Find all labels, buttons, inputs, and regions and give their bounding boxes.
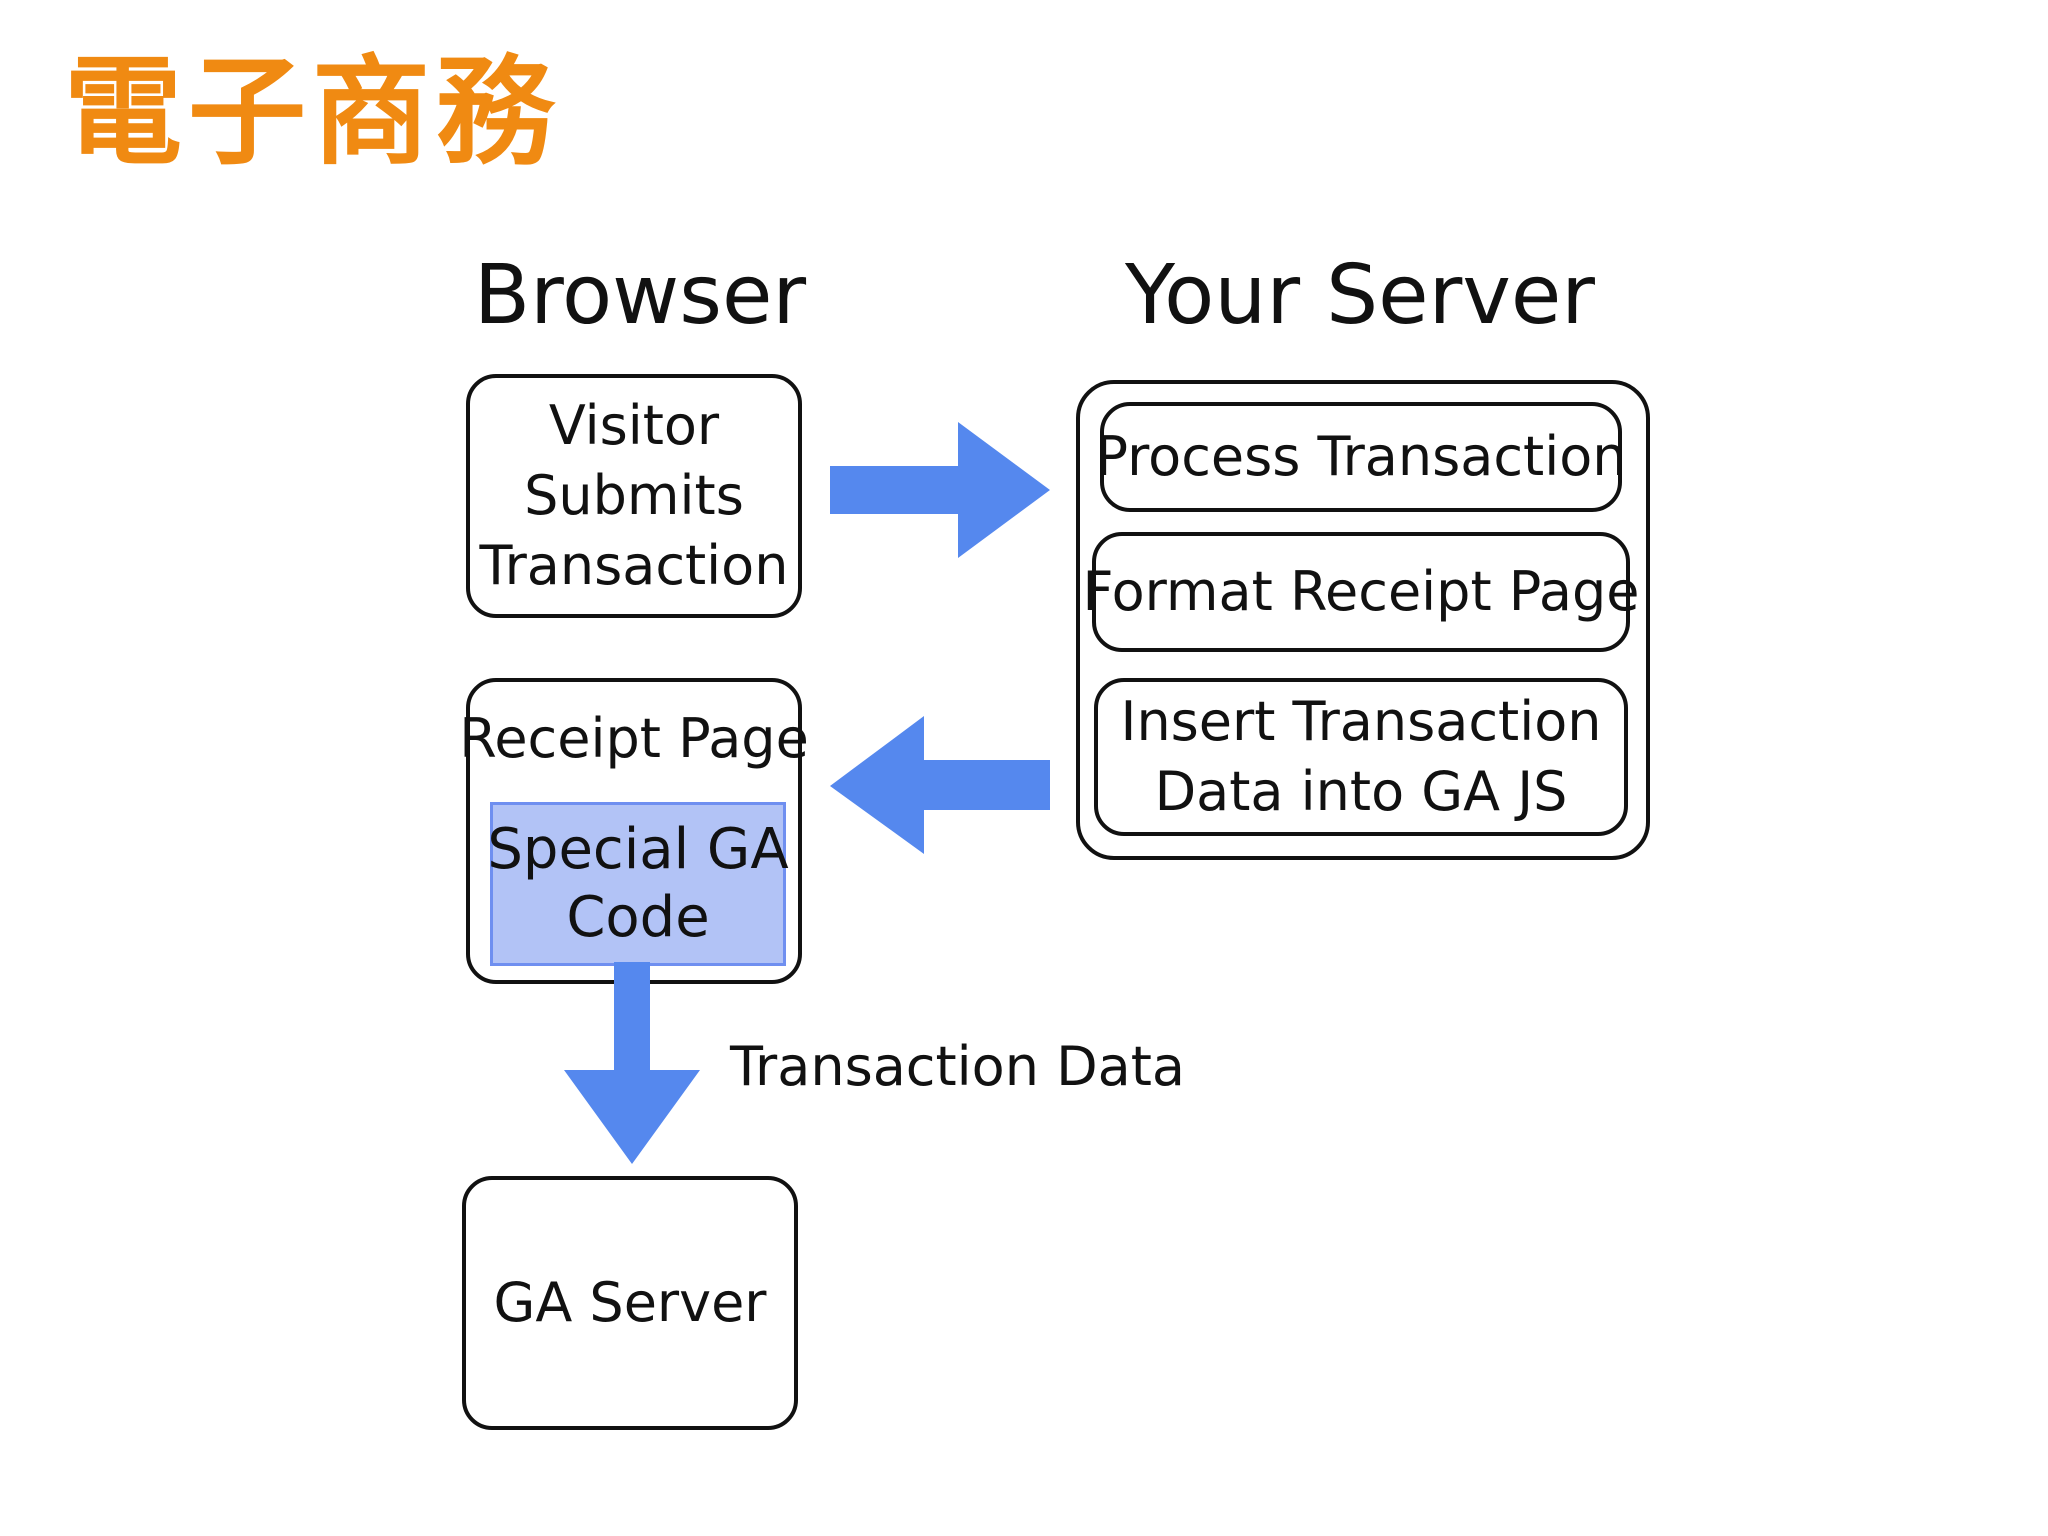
receipt-page-box: Receipt Page Special GA Code bbox=[459, 678, 809, 984]
ga-server-label: GA Server bbox=[493, 1271, 767, 1334]
process-transaction-box: Process Transaction bbox=[1096, 402, 1626, 512]
transaction-data-label: Transaction Data bbox=[730, 1035, 1186, 1098]
format-receipt-label: Format Receipt Page bbox=[1082, 560, 1640, 623]
special-ga-code-box: Special GA Code bbox=[487, 802, 789, 966]
arrow-down-to-ga-server bbox=[564, 962, 700, 1164]
special-ga-code-label: Special GA Code bbox=[487, 816, 788, 952]
insert-line-1: Insert Transaction bbox=[1120, 690, 1602, 753]
special-code-line-1: Special GA bbox=[487, 817, 789, 882]
browser-heading: Browser bbox=[473, 248, 807, 343]
server-heading: Your Server bbox=[1124, 248, 1596, 343]
visitor-line-2: Submits bbox=[524, 464, 744, 527]
insert-transaction-label: Insert Transaction Data into GA JS bbox=[1121, 687, 1602, 827]
process-transaction-label: Process Transaction bbox=[1095, 425, 1627, 488]
visitor-submits-label: Visitor Submits Transaction bbox=[480, 391, 789, 601]
receipt-page-label: Receipt Page bbox=[459, 707, 809, 770]
visitor-line-3: Transaction bbox=[479, 534, 789, 597]
format-receipt-box: Format Receipt Page bbox=[1082, 532, 1640, 652]
visitor-line-1: Visitor bbox=[548, 394, 720, 457]
insert-line-2: Data into GA JS bbox=[1154, 760, 1568, 823]
visitor-submits-box: Visitor Submits Transaction bbox=[466, 374, 802, 618]
insert-transaction-box: Insert Transaction Data into GA JS bbox=[1094, 678, 1628, 836]
arrow-right-to-server bbox=[830, 422, 1050, 558]
arrow-left-to-browser bbox=[830, 716, 1050, 854]
ga-server-box: GA Server bbox=[462, 1176, 798, 1430]
slide-title: 電子商務 bbox=[64, 43, 561, 181]
special-code-line-2: Code bbox=[566, 885, 710, 950]
